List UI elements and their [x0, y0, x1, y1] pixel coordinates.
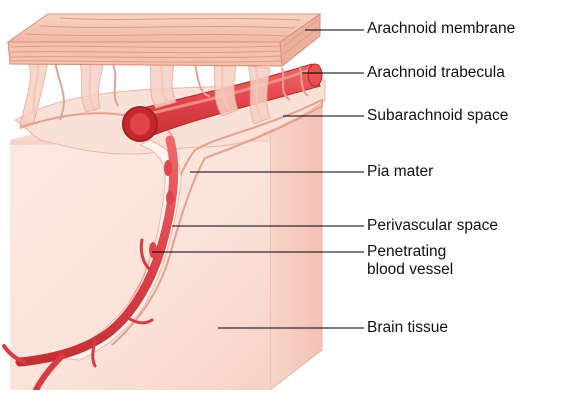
label-arachnoid-membrane: Arachnoid membrane: [367, 20, 515, 37]
vessel-lumen: [130, 113, 150, 135]
arachnoid-membrane-front: [8, 42, 282, 66]
label-penetrating-vessel-line1: Penetrating: [367, 243, 446, 260]
vessel-swelling-1: [164, 160, 172, 176]
vessel-swelling-3: [149, 242, 157, 258]
label-brain-tissue: Brain tissue: [367, 319, 448, 336]
label-perivascular-space: Perivascular space: [367, 217, 498, 234]
label-arachnoid-trabecula: Arachnoid trabecula: [367, 64, 505, 81]
label-pia-mater: Pia mater: [367, 163, 433, 180]
label-subarachnoid-space: Subarachnoid space: [367, 107, 508, 124]
label-penetrating-vessel-line2: blood vessel: [367, 261, 453, 278]
tissue-block-front: [10, 140, 270, 390]
tissue-block-side: [270, 98, 322, 390]
arachnoid-membrane-top: [8, 14, 320, 42]
surface-vessel-end: [308, 64, 322, 86]
vessel-swelling-2: [166, 191, 174, 205]
